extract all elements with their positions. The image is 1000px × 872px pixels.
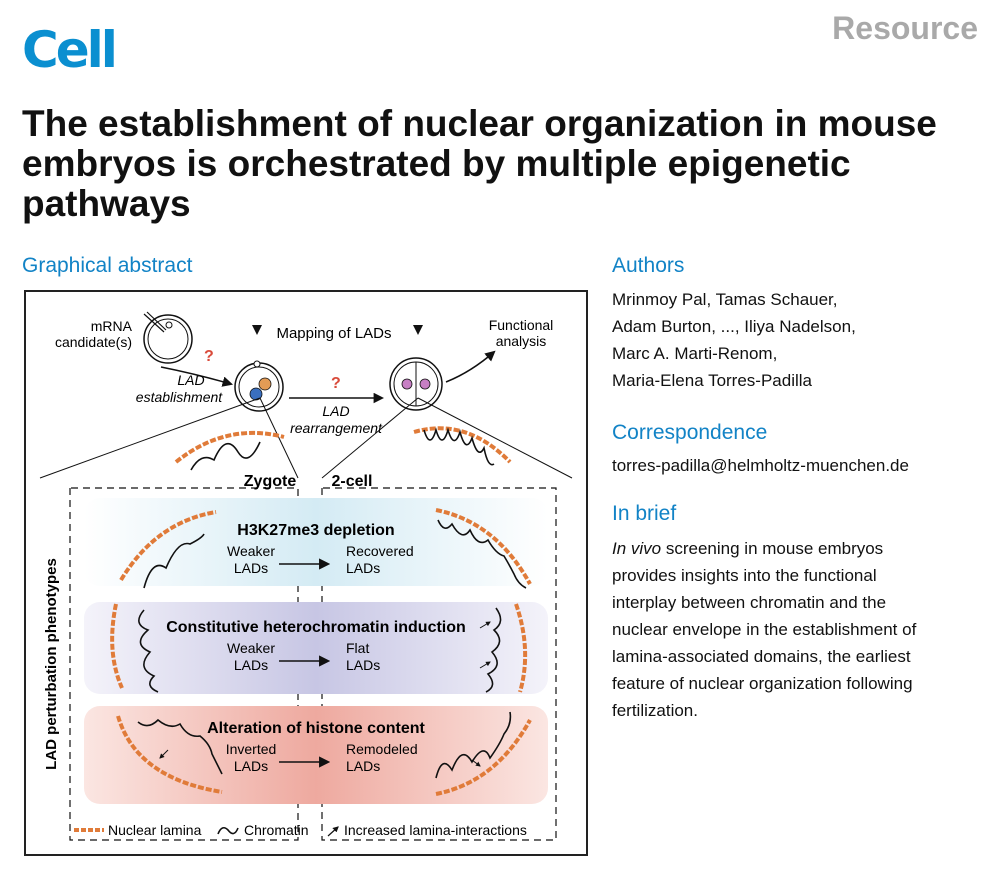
establishment-arrow [160, 366, 234, 387]
title-line: embryos is orchestrated by multiple epig… [22, 143, 851, 184]
legend-increased: Increased lamina-interactions [344, 822, 527, 838]
chromatin-icon [435, 711, 512, 779]
panel-left-label: LADs [234, 758, 268, 774]
panel-left-label: Weaker [227, 640, 275, 656]
article-title: The establishment of nuclear organizatio… [22, 104, 987, 224]
chromatin-icon [143, 533, 205, 589]
two-cell-label: 2-cell [332, 473, 373, 490]
correspondence-email[interactable]: torres-padilla@helmholtz-muenchen.de [612, 456, 909, 475]
zygote-label: Zygote [244, 473, 297, 490]
zoom-line [321, 397, 419, 479]
in-brief-line: interplay between chromatin and the [612, 593, 887, 612]
in-brief-first-line: screening in mouse embryos [661, 539, 884, 558]
chromatin-icon [138, 609, 159, 693]
increased-interaction-icon [479, 661, 491, 669]
zygote-lamina-detail-icon [174, 430, 285, 471]
in-brief-line: nuclear envelope in the establishment of [612, 620, 917, 639]
panel-histone-content: Alteration of histone content Inverted L… [84, 706, 548, 804]
functional-analysis-arrow [445, 350, 496, 383]
lamina-icon [119, 510, 217, 582]
author-list: Mrinmoy Pal, Tamas Schauer, Adam Burton,… [612, 286, 856, 394]
author-line: Marc A. Marti-Renom, [612, 344, 778, 363]
in-brief-line: fertilization. [612, 701, 698, 720]
legend: Nuclear lamina Chromatin Increased lamin… [74, 822, 527, 838]
in-brief-line: In vivo screening in mouse embryos [612, 535, 916, 562]
authors-heading: Authors [612, 254, 685, 277]
increased-interaction-icon [479, 621, 491, 629]
increased-interaction-icon [471, 759, 481, 767]
panel-heterochromatin: Constitutive heterochromatin induction W… [84, 602, 548, 694]
functional-label: Functional [489, 317, 554, 333]
functional-label: analysis [496, 333, 547, 349]
oocyte-icon [143, 311, 193, 364]
mapping-label: Mapping of LADs [276, 325, 391, 342]
author-line: Adam Burton, ..., Iliya Nadelson, [612, 317, 856, 336]
mrna-label: candidate(s) [55, 334, 132, 350]
panel-right-label: LADs [346, 560, 380, 576]
question-mark-icon: ? [204, 348, 214, 365]
in-vivo-italic: In vivo [612, 539, 662, 558]
panel-h3k27me3: H3K27me3 depletion Weaker LADs Recovered… [84, 498, 548, 589]
mapping-arrowhead-icon [252, 325, 262, 335]
question-mark-icon: ? [331, 375, 341, 392]
zoom-line [259, 397, 299, 479]
journal-logo: Cell [22, 21, 118, 79]
panel-right-label: LADs [346, 758, 380, 774]
in-brief-line: feature of nuclear organization followin… [612, 674, 913, 693]
author-line: Mrinmoy Pal, Tamas Schauer, [612, 290, 838, 309]
title-line: pathways [22, 183, 191, 224]
panel-left-label: Weaker [227, 543, 275, 559]
lamina-icon [435, 719, 532, 796]
in-brief-text: In vivo screening in mouse embryos provi… [612, 535, 916, 724]
in-brief-heading: In brief [612, 502, 677, 525]
graphical-abstract-heading: Graphical abstract [22, 254, 193, 277]
correspondence-heading: Correspondence [612, 421, 768, 444]
mrna-label: mRNA [91, 318, 133, 334]
lad-rearrangement-label: LAD [322, 403, 349, 419]
panel-title: H3K27me3 depletion [237, 522, 394, 539]
lad-establishment-label: establishment [136, 389, 223, 405]
zoom-line [417, 397, 573, 479]
in-brief-line: provides insights into the functional [612, 566, 877, 585]
panel-left-label: LADs [234, 560, 268, 576]
lad-rearrangement-label: rearrangement [290, 420, 383, 436]
chromatin-legend-icon [217, 826, 239, 835]
panel-right-label: Recovered [346, 543, 414, 559]
increased-legend-icon [327, 826, 339, 837]
lamina-icon [116, 715, 223, 794]
zygote-dashed-outline [69, 487, 299, 841]
panel-right-label: LADs [346, 657, 380, 673]
lamina-icon [110, 603, 124, 689]
lad-establishment-label: LAD [177, 372, 204, 388]
panel-title: Alteration of histone content [207, 720, 425, 737]
panel-title: Constitutive heterochromatin induction [166, 619, 466, 636]
zoom-line [39, 397, 261, 479]
panel-left-label: Inverted [226, 741, 277, 757]
panel-right-label: Flat [346, 640, 369, 656]
in-brief-line: lamina-associated domains, the earliest [612, 647, 911, 666]
lamina-icon [435, 508, 532, 585]
mapping-arrowhead-icon [413, 325, 423, 335]
panel-left-label: LADs [234, 657, 268, 673]
lamina-icon [514, 603, 528, 693]
two-cell-lamina-detail-icon [413, 426, 512, 466]
title-line: The establishment of nuclear organizatio… [22, 103, 937, 144]
graphical-abstract-figure: mRNA candidate(s) ? LAD establishment Ma… [39, 311, 573, 841]
chromatin-icon [137, 718, 223, 775]
panel-right-label: Remodeled [346, 741, 418, 757]
chromatin-icon [437, 519, 527, 589]
increased-interaction-icon [159, 749, 169, 759]
chromatin-icon [485, 607, 502, 693]
legend-chromatin: Chromatin [244, 822, 309, 838]
zygote-icon [234, 360, 284, 412]
article-type: Resource [832, 10, 978, 46]
graphical-abstract: mRNA candidate(s) ? LAD establishment Ma… [24, 290, 588, 856]
author-line: Maria-Elena Torres-Padilla [612, 371, 812, 390]
two-cell-embryo-icon [389, 357, 443, 411]
legend-lamina: Nuclear lamina [108, 822, 202, 838]
side-label: LAD perturbation phenotypes [43, 558, 60, 770]
